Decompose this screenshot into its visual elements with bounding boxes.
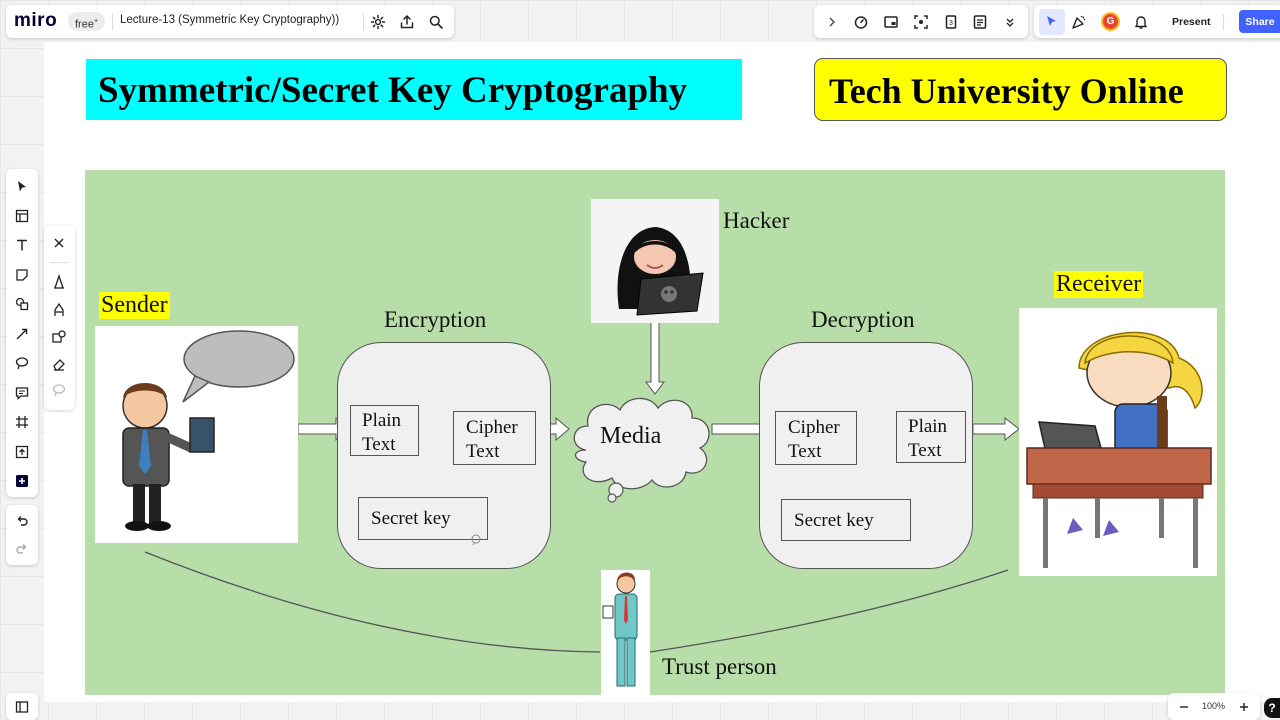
sender-label[interactable]: Sender (99, 292, 170, 319)
plan-badge[interactable]: free+ (68, 12, 106, 31)
lasso-icon[interactable] (49, 380, 69, 400)
receiver-image[interactable] (1019, 308, 1217, 576)
cursor-icon[interactable] (1039, 9, 1065, 35)
enc-plain-line2: Text (362, 434, 396, 455)
chevron-down-icon[interactable] (1226, 18, 1228, 26)
dec-cipher-line1: Cipher (788, 417, 840, 438)
settings-icon[interactable] (368, 12, 388, 32)
trust-person-image[interactable] (601, 570, 650, 696)
upload-icon[interactable] (12, 442, 32, 462)
dec-secret-key-box[interactable]: Secret key (781, 499, 911, 541)
help-label: ? (1268, 701, 1276, 715)
text-icon[interactable] (12, 235, 32, 255)
timer-icon[interactable] (851, 12, 871, 32)
dec-secret-key-label: Secret key (794, 510, 874, 531)
reactions-icon[interactable]: 3 (941, 12, 961, 32)
collaboration-toolbar: 3 (814, 5, 1028, 38)
select-icon[interactable] (12, 177, 32, 197)
dec-cipher-line2: Text (788, 441, 822, 462)
brand-text: Tech University Online (829, 71, 1184, 111)
pen-toolbar-divider (50, 262, 69, 263)
dec-cipher-text-box[interactable]: Cipher Text (775, 411, 857, 465)
undo-redo-panel (6, 505, 38, 565)
present-label: Present (1172, 16, 1211, 28)
miro-logo[interactable]: miro (14, 10, 58, 31)
present-button[interactable]: Present (1162, 9, 1228, 35)
export-icon[interactable] (397, 12, 417, 32)
sidebar-toggle-icon[interactable] (12, 697, 32, 717)
avatar[interactable]: G (1101, 12, 1120, 31)
dec-plain-line2: Text (908, 440, 942, 461)
enc-secret-key-label: Secret key (371, 508, 451, 529)
shapes-icon[interactable] (12, 294, 32, 314)
left-toolbar (6, 169, 38, 497)
comment-cursor-icon (471, 534, 481, 546)
focus-icon[interactable] (911, 12, 931, 32)
decryption-label[interactable]: Decryption (811, 307, 915, 332)
close-icon[interactable] (49, 233, 69, 253)
encryption-label[interactable]: Encryption (384, 307, 487, 332)
zoom-in-icon[interactable] (1234, 697, 1254, 717)
slide-title[interactable]: Symmetric/Secret Key Cryptography (86, 59, 742, 120)
hacker-label[interactable]: Hacker (723, 208, 790, 233)
top-right-toolbar: G Present Share (1034, 5, 1280, 38)
avatar-initial: G (1106, 16, 1115, 27)
pen-toolbar (44, 225, 75, 410)
dec-plain-text-box[interactable]: Plain Text (896, 411, 966, 463)
undo-icon[interactable] (12, 511, 32, 531)
redo-icon[interactable] (12, 539, 32, 559)
trust-person-label[interactable]: Trust person (662, 654, 777, 679)
media-cloud[interactable] (566, 392, 716, 504)
screen-icon[interactable] (881, 12, 901, 32)
chat-icon[interactable] (12, 383, 32, 403)
templates-icon[interactable] (12, 206, 32, 226)
panel-toggle (6, 693, 38, 720)
help-icon[interactable]: ? (1264, 698, 1280, 718)
divider (363, 13, 364, 30)
media-label[interactable]: Media (600, 423, 662, 449)
share-label: Share (1245, 15, 1275, 28)
slide-title-text: Symmetric/Secret Key Cryptography (98, 70, 688, 111)
more-icon[interactable] (1000, 12, 1020, 32)
hacker-image[interactable] (591, 199, 719, 323)
svg-text:3: 3 (949, 20, 953, 27)
eraser-icon[interactable] (49, 354, 69, 374)
notes-icon[interactable] (970, 12, 990, 32)
comment-lasso-icon[interactable] (12, 353, 32, 373)
board-header-panel: miro free+ Lecture-13 (Symmetric Key Cry… (6, 5, 454, 38)
receiver-label[interactable]: Receiver (1054, 271, 1144, 298)
zoom-controls: 100% (1168, 693, 1260, 720)
frame-icon[interactable] (12, 412, 32, 432)
celebrate-icon[interactable] (1069, 12, 1089, 32)
enc-secret-key-box[interactable]: Secret key (358, 497, 488, 540)
connector-icon[interactable] (12, 324, 32, 344)
plan-badge-label: free (75, 18, 94, 31)
dec-plain-line1: Plain (908, 416, 948, 437)
search-icon[interactable] (426, 12, 446, 32)
sticky-note-icon[interactable] (12, 265, 32, 285)
enc-cipher-text-box[interactable]: Cipher Text (453, 411, 536, 465)
brand-box[interactable]: Tech University Online (814, 58, 1227, 121)
sender-image[interactable] (95, 326, 298, 543)
highlighter-icon[interactable] (49, 300, 69, 320)
board-title[interactable]: Lecture-13 (Symmetric Key Cryptography)) (120, 14, 340, 26)
zoom-level[interactable]: 100% (1202, 701, 1226, 711)
enc-cipher-line2: Text (466, 441, 500, 462)
bell-icon[interactable] (1131, 12, 1151, 32)
shape-pen-icon[interactable] (49, 327, 69, 347)
zoom-out-icon[interactable] (1174, 697, 1194, 717)
enc-plain-text-box[interactable]: Plain Text (350, 405, 419, 456)
divider (112, 13, 113, 30)
add-icon[interactable] (12, 471, 32, 491)
enc-cipher-line1: Cipher (466, 417, 518, 438)
share-button[interactable]: Share (1239, 10, 1280, 33)
pen-icon[interactable] (49, 272, 69, 292)
chevron-right-icon[interactable] (822, 12, 842, 32)
enc-plain-line1: Plain (362, 410, 402, 431)
